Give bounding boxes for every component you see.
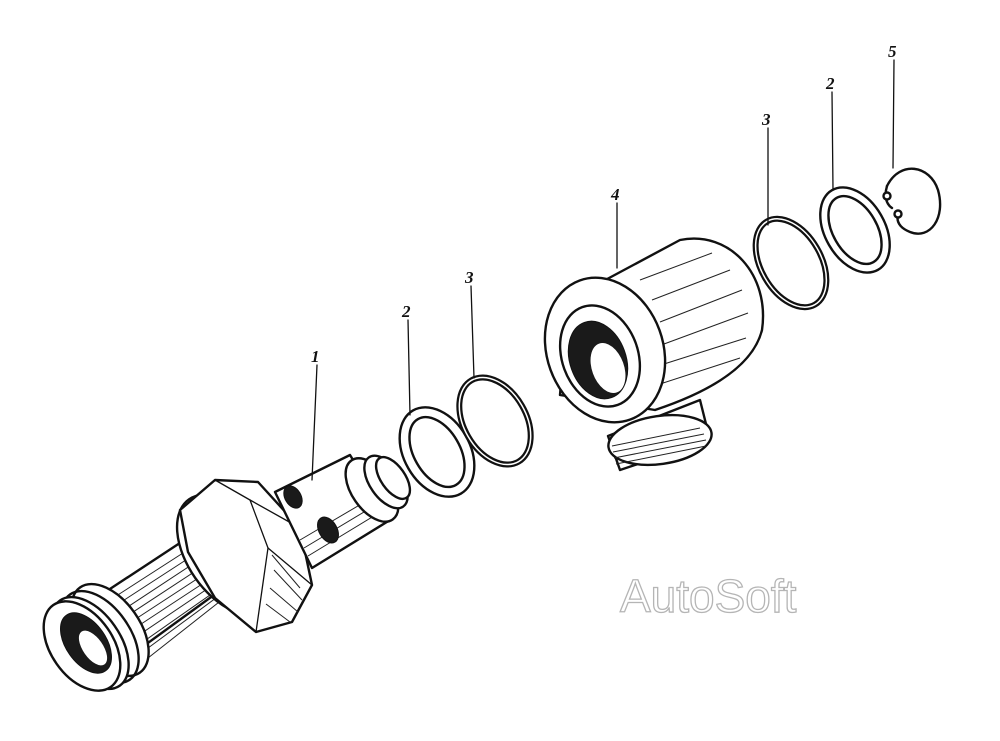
part-2-washer-right xyxy=(819,186,891,274)
part-4-banjo-housing xyxy=(543,237,765,472)
part-3-seal-ring-left xyxy=(456,374,534,468)
label-part-2-left: 2 xyxy=(401,302,411,321)
leader-lines xyxy=(311,59,895,481)
label-part-3-right: 3 xyxy=(761,110,771,129)
label-part-1: 1 xyxy=(311,347,320,366)
label-part-5: 5 xyxy=(888,42,897,61)
part-3-seal-ring-right xyxy=(752,215,830,311)
watermark-text: AutoSoft xyxy=(620,570,797,622)
label-part-2-right: 2 xyxy=(825,74,835,93)
part-1-union-bolt xyxy=(42,453,412,692)
label-part-4: 4 xyxy=(610,185,620,204)
part-5-circlip xyxy=(882,167,942,235)
label-part-3-left: 3 xyxy=(464,268,474,287)
